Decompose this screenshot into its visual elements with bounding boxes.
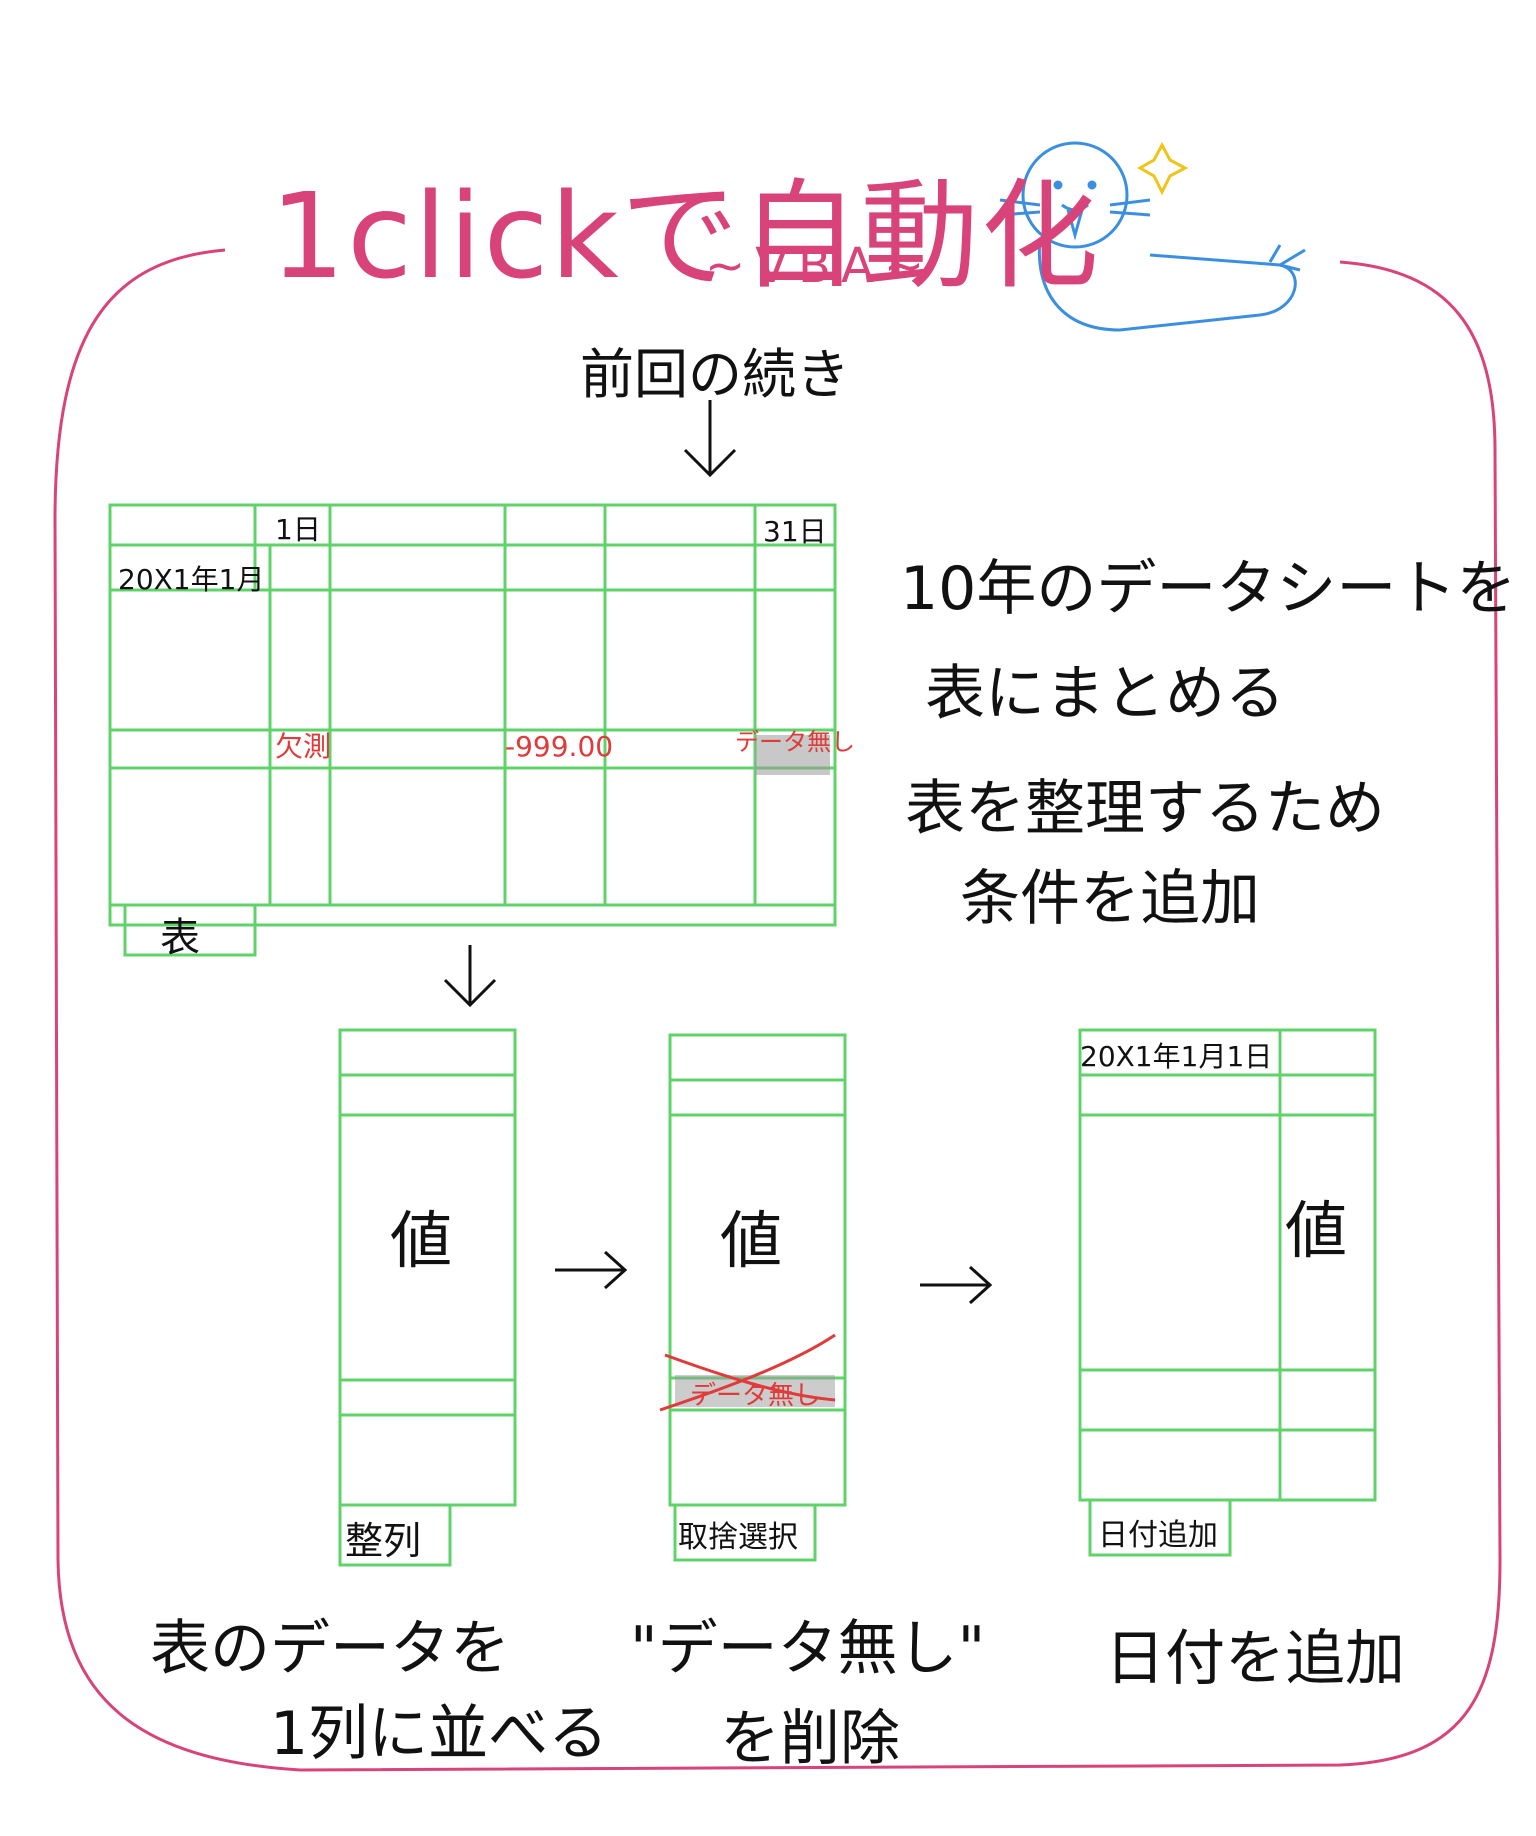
step2-tab-label: 取捨選択 [678, 1520, 798, 1555]
step3-tab-label: 日付追加 [1098, 1518, 1218, 1553]
step1-caption: 表のデータを [150, 1614, 510, 1684]
description-line: 表を整理するため [905, 774, 1385, 844]
no-data-highlight [755, 735, 830, 775]
step2-no-data-label: データ無し [690, 1381, 821, 1411]
step2-value-label: 値 [720, 1204, 783, 1277]
step1-grid [338, 1028, 517, 1567]
continuation-label: 前回の続き [580, 343, 850, 406]
step2-grid [668, 1033, 847, 1562]
right-arrow-icon [555, 1250, 628, 1290]
description-line: 表にまとめる [925, 659, 1285, 729]
no-data-label: データ無し [735, 728, 855, 756]
step2-caption: "データ無し" [630, 1614, 986, 1684]
header-day-first: 1日 [275, 513, 321, 546]
sparkle-icon [1136, 141, 1189, 196]
seal-mascot-icon [999, 141, 1306, 332]
step1-value-label: 値 [390, 1204, 453, 1277]
top-table-tab-label: 表 [160, 915, 200, 961]
title: 1clickで自動化 [270, 167, 1101, 305]
step3-caption: 日付を追加 [1105, 1624, 1405, 1694]
step3-grid [1078, 1028, 1377, 1557]
missing-label: 欠測 [275, 730, 332, 763]
step1-tab-label: 整列 [345, 1519, 422, 1563]
top-table-grid [108, 503, 837, 957]
description-line: 条件を追加 [960, 864, 1260, 934]
step3-date-label: 20X1年1月1日 [1080, 1040, 1273, 1073]
down-arrow-icon [683, 400, 737, 478]
subtitle: ~VBA~ [705, 238, 935, 294]
step3-value-label: 値 [1285, 1194, 1348, 1267]
down-arrow-icon [443, 945, 497, 1008]
right-arrow-icon [920, 1265, 993, 1305]
value-label: -999.00 [505, 730, 614, 763]
step1-caption: 1列に並べる [270, 1699, 609, 1769]
header-day-last: 31日 [763, 515, 827, 548]
no-data-highlight [675, 1375, 835, 1407]
row-label: 20X1年1月 [118, 563, 265, 596]
outer-frame [53, 248, 1502, 1772]
description-line: 10年のデータシートを [900, 554, 1517, 624]
step2-caption: を削除 [720, 1704, 900, 1774]
cross-out-icon [659, 1333, 836, 1412]
